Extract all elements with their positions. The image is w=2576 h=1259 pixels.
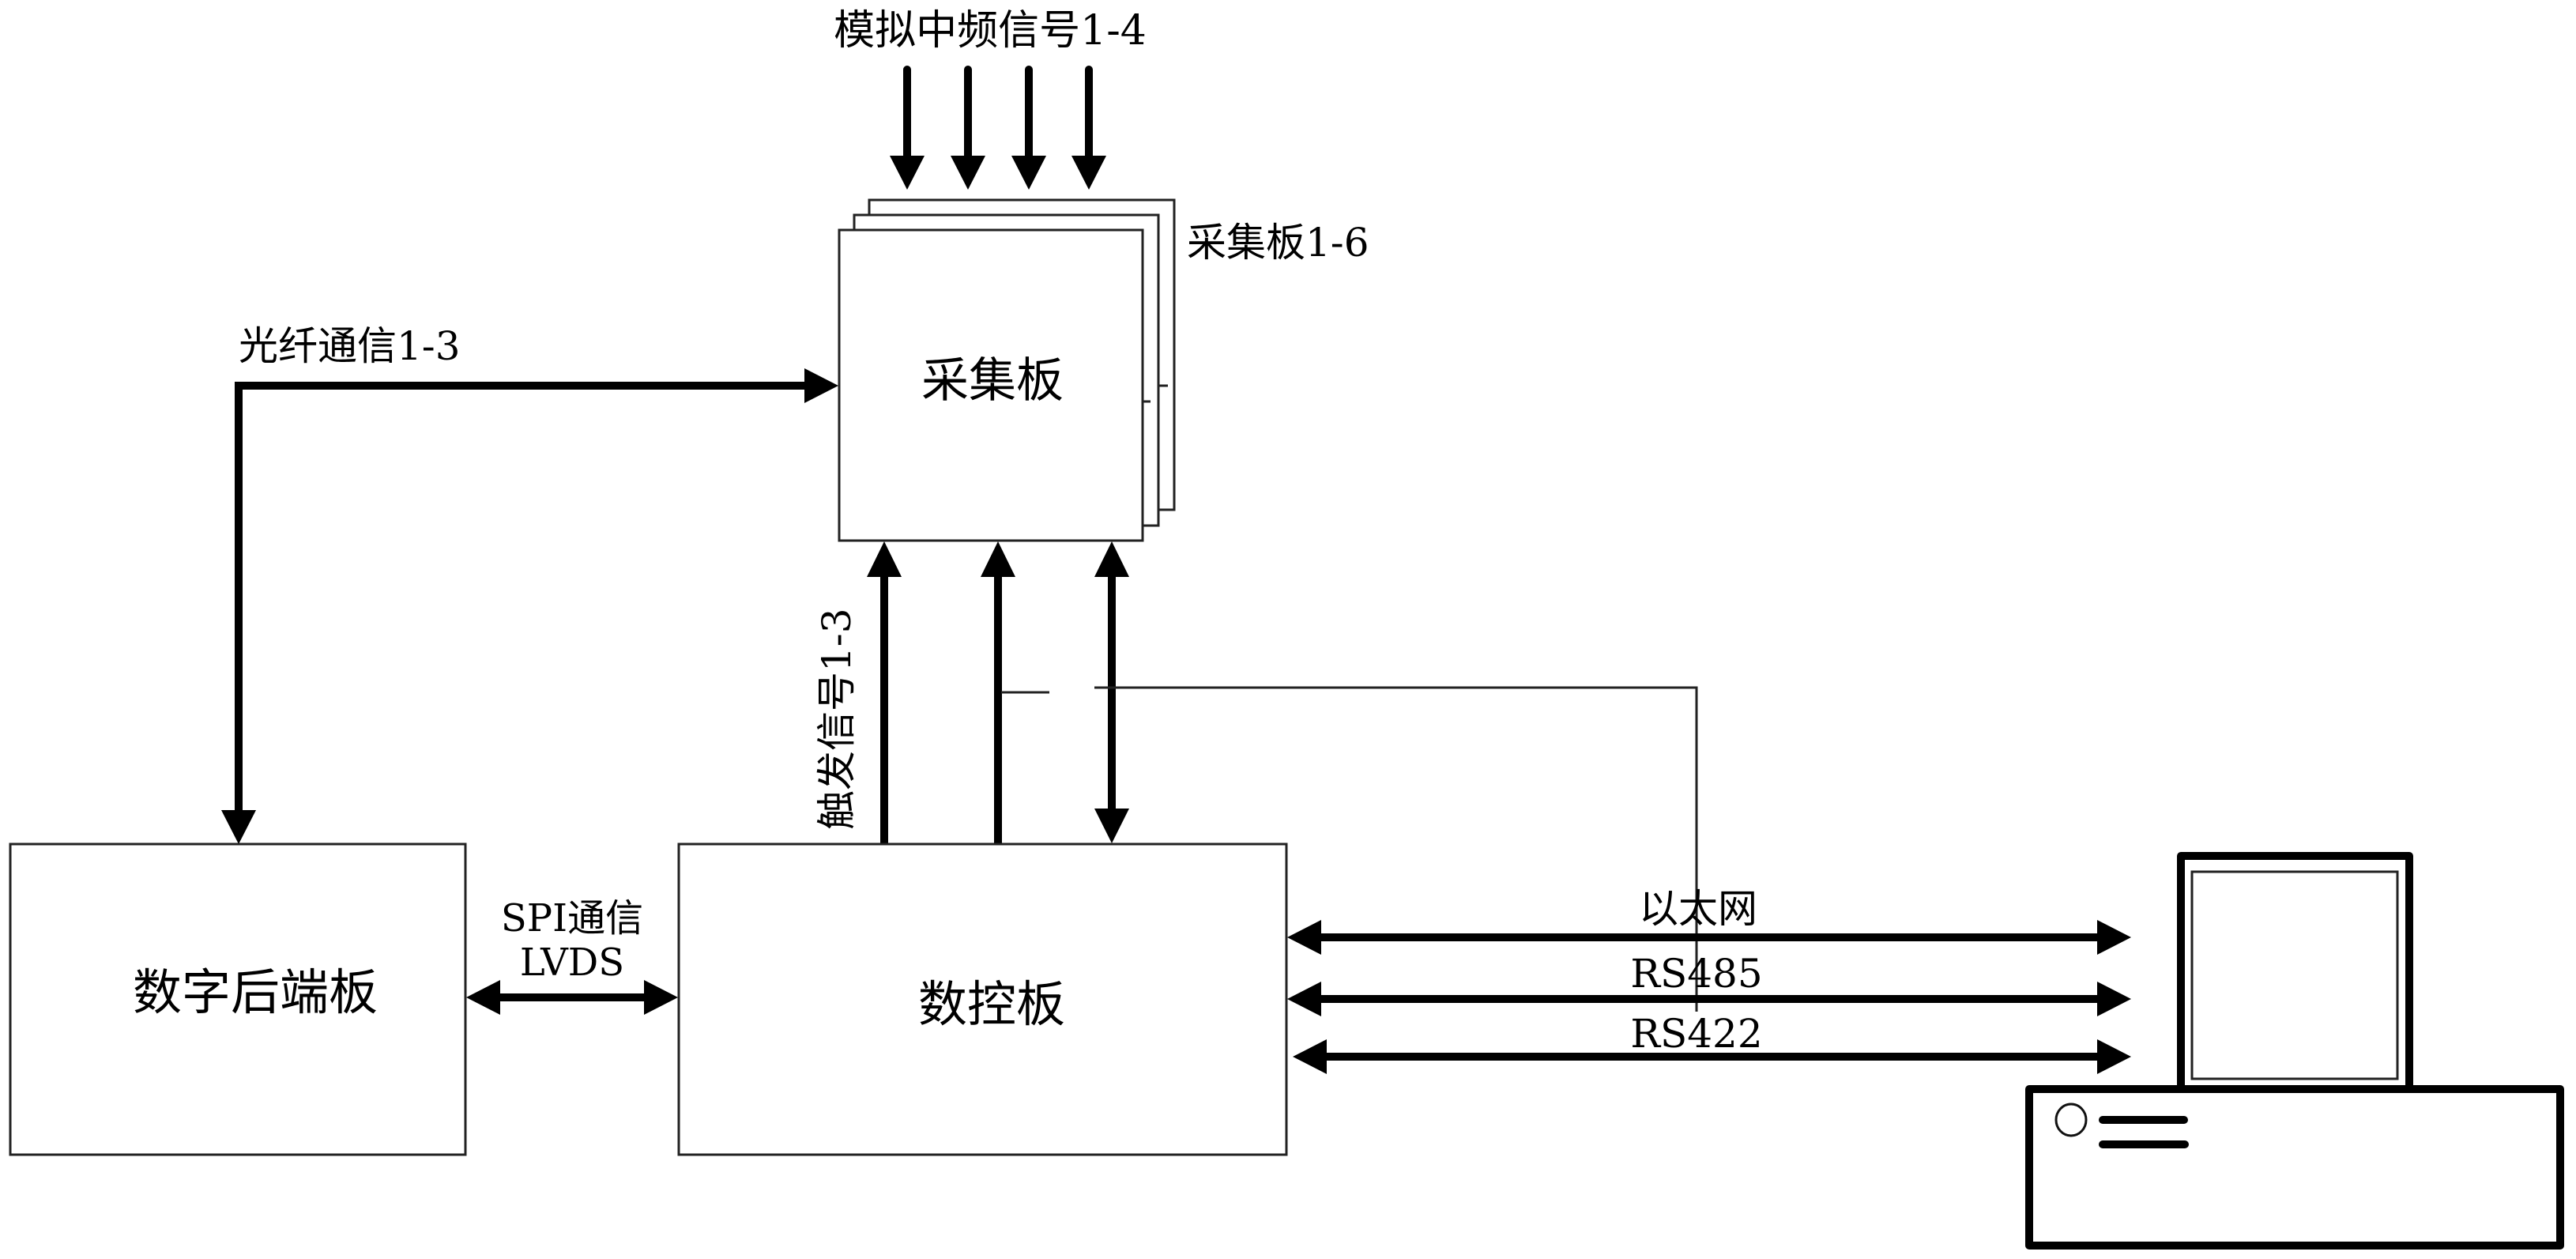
fiber-arrowhead-down [221, 810, 256, 844]
desktop-computer-icon[interactable] [2025, 852, 2564, 1250]
acquisition-board-stack-label: 采集板1-6 [1187, 220, 1369, 266]
lvds-label: LVDS [520, 940, 624, 985]
monitor-screen [2190, 870, 2399, 1080]
trigger-label: 触发信号1-3 [814, 608, 860, 830]
ethernet-link [1287, 920, 2131, 955]
fiber-link [221, 368, 838, 844]
acquisition-board[interactable] [838, 228, 1144, 542]
digital-backend-board[interactable]: 数字后端板 [9, 842, 467, 1156]
rs422-label: RS422 [1630, 1011, 1762, 1057]
analog-if-arrow-1 [890, 66, 925, 190]
analog-if-arrow-2 [951, 66, 985, 190]
fiber-label: 光纤通信1-3 [239, 323, 461, 369]
digital-backend-board-label: 数字后端板 [133, 963, 378, 1021]
spi-lvds-link [466, 980, 678, 1015]
ethernet-label: 以太网 [1639, 886, 1757, 932]
trigger-arrow-3-bidirectional [1094, 541, 1129, 843]
rs422-link [1293, 1039, 2131, 1074]
rs485-label: RS485 [1630, 951, 1762, 997]
analog-if-arrow-4 [1071, 66, 1106, 190]
thin-connector [1001, 686, 1698, 1012]
analog-if-label: 模拟中频信号1-4 [834, 7, 1147, 55]
rs485-link [1287, 982, 2131, 1016]
trigger-arrow-2 [981, 541, 1015, 847]
analog-if-arrow-3 [1011, 66, 1046, 190]
acquisition-board-label: 采集板 [921, 353, 1064, 409]
analog-if-arrows [890, 66, 1106, 190]
power-button-icon [2054, 1103, 2088, 1137]
digital-control-board-label: 数控板 [918, 975, 1065, 1033]
trigger-links [867, 541, 1129, 847]
spi-label: SPI通信 [501, 896, 643, 940]
acquisition-board-stack[interactable]: 采集板 [838, 198, 1176, 542]
digital-control-board[interactable]: 数控板 [677, 842, 1288, 1156]
computer-base [2025, 1085, 2564, 1250]
fiber-arrowhead-right [804, 368, 838, 403]
trigger-arrow-1 [867, 541, 902, 847]
